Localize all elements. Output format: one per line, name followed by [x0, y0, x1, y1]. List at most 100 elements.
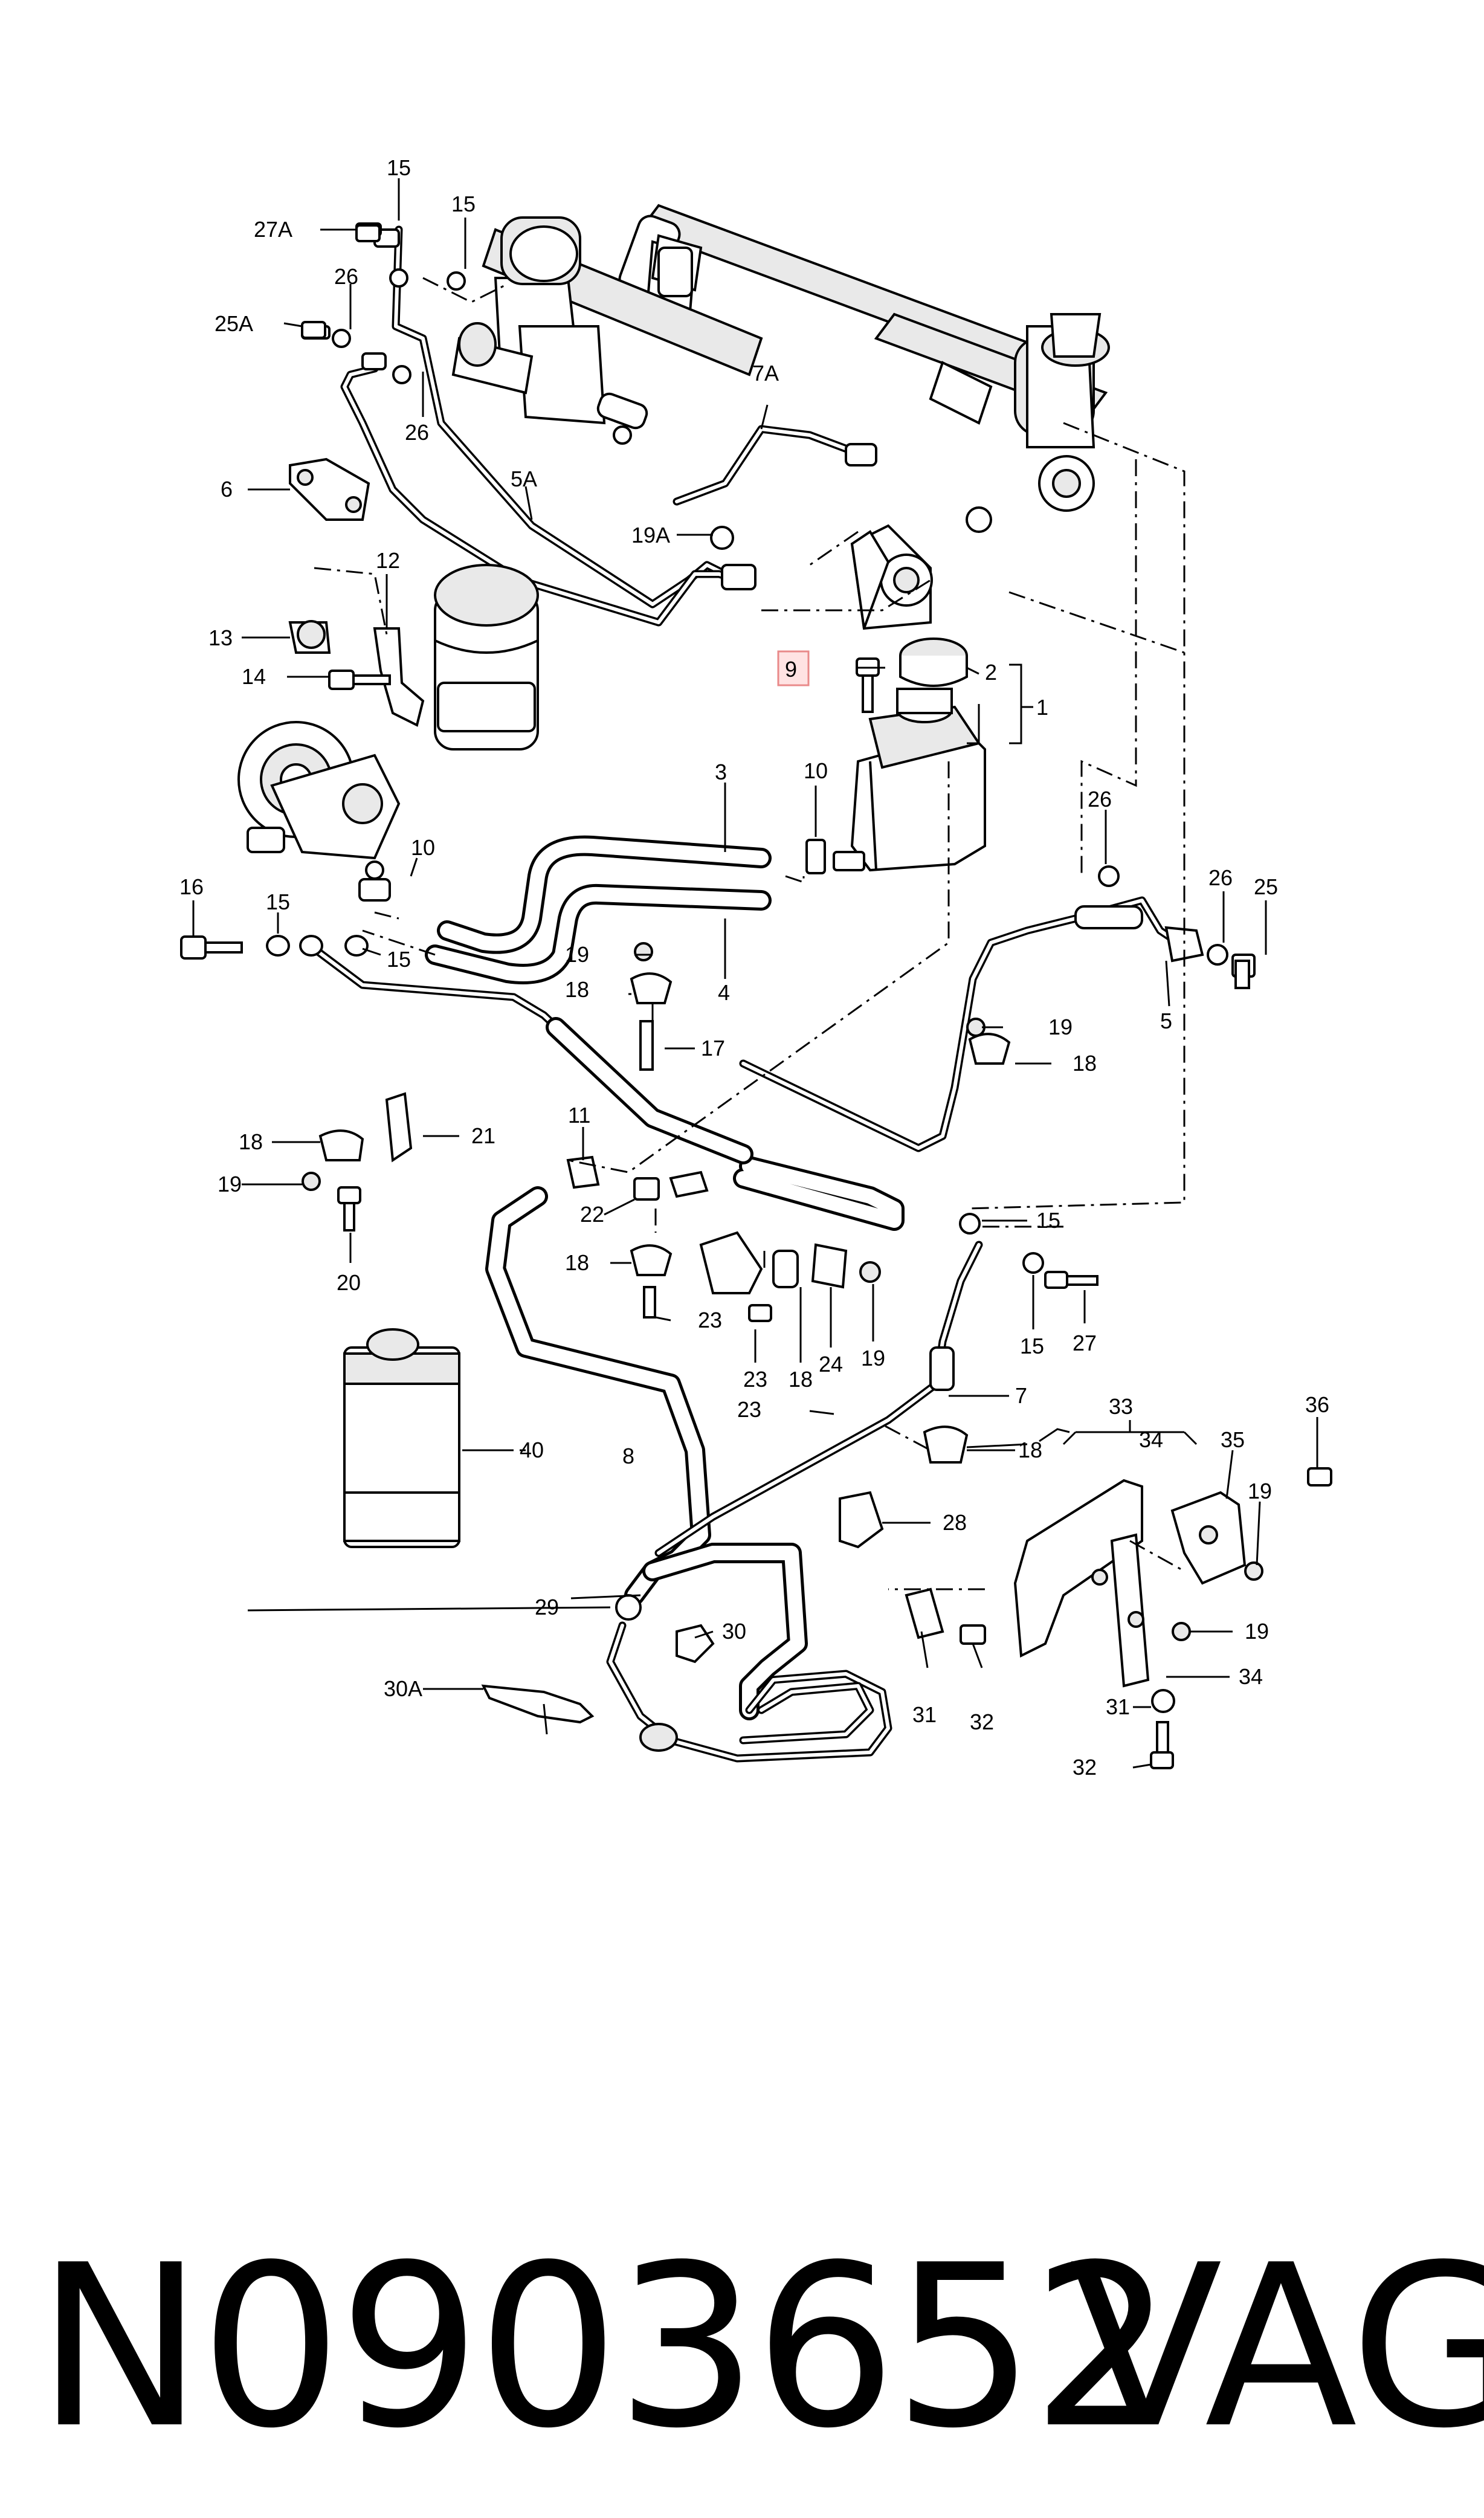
clamp-18-e	[966, 1018, 1011, 1065]
callout-32: 32	[970, 1709, 994, 1734]
clamp-18-d	[923, 1425, 969, 1464]
callout-14: 14	[242, 664, 266, 689]
callout-15: 15	[387, 155, 411, 180]
callout-18: 18	[789, 1367, 813, 1392]
callout-6: 6	[221, 477, 233, 502]
callout-28: 28	[943, 1510, 967, 1535]
callout-30a: 30A	[384, 1676, 422, 1701]
callout-labels: 15 15 27A 26 25A 26 5A 7A 6 19A 12 13 14…	[179, 155, 1329, 1780]
fitting-15-27	[959, 1213, 1098, 1289]
callout-26: 26	[334, 264, 358, 289]
pressure-pipe-lower	[310, 944, 753, 1164]
hoses-3-4	[425, 835, 772, 984]
bracket-21	[337, 1092, 413, 1232]
callout-4: 4	[718, 980, 730, 1005]
bracket-30a	[481, 1684, 595, 1735]
pipe-7	[654, 1241, 983, 1557]
callout-1: 1	[1036, 695, 1048, 720]
bolt-14	[328, 670, 391, 690]
callout-34: 34	[1139, 1427, 1163, 1452]
callout-31: 31	[1106, 1694, 1130, 1719]
brand-name: VAG	[1069, 2218, 1484, 2478]
callout-32: 32	[1073, 1755, 1097, 1780]
callout-23: 23	[737, 1397, 761, 1422]
callout-27: 27	[1073, 1331, 1097, 1355]
callout-11: 11	[568, 1103, 590, 1128]
callout-23: 23	[698, 1308, 722, 1332]
grommet-28	[839, 1491, 884, 1549]
callout-19a: 19A	[631, 523, 670, 547]
callout-10: 10	[804, 758, 828, 783]
fitting-10-left	[358, 878, 391, 902]
bolt-25a	[301, 321, 326, 339]
bolt-16	[180, 935, 369, 960]
part-number: N0903652	[36, 2218, 1174, 2478]
callout-30: 30	[722, 1619, 746, 1644]
bolt-36	[1307, 1467, 1332, 1487]
clamp-18-c	[630, 1244, 673, 1319]
callout-15: 15	[1036, 1208, 1060, 1233]
clamp-13	[288, 620, 331, 654]
callout-26: 26	[1088, 787, 1112, 812]
callout-22: 22	[580, 1202, 604, 1227]
rack-mount-bracket	[850, 524, 933, 630]
steering-rack	[618, 204, 1110, 533]
callout-18: 18	[1073, 1051, 1097, 1076]
callout-7: 7	[1015, 1383, 1027, 1408]
bracket-31-32	[905, 1587, 986, 1645]
callout-25: 25	[1254, 874, 1278, 899]
nut-19-31-32	[1150, 1622, 1191, 1769]
callout-25a: 25A	[215, 311, 253, 336]
callout-5a: 5A	[511, 466, 537, 491]
clip-30	[676, 1624, 715, 1664]
callout-19: 19	[1248, 1479, 1272, 1503]
steering-valve-housing	[451, 216, 763, 445]
clip-22	[633, 1170, 709, 1201]
callout-36: 36	[1305, 1392, 1329, 1417]
callout-29: 29	[535, 1595, 559, 1619]
callout-12: 12	[376, 548, 400, 573]
callout-3: 3	[715, 760, 727, 784]
clamp-18-b	[302, 1129, 364, 1191]
callout-18: 18	[565, 977, 589, 1002]
callout-19: 19	[861, 1346, 885, 1370]
callout-19: 19	[565, 942, 589, 967]
callout-33: 33	[1109, 1394, 1133, 1419]
callout-21: 21	[471, 1123, 495, 1148]
callout-34: 34	[1239, 1664, 1263, 1689]
bracket-33	[1013, 1479, 1150, 1688]
callout-18: 18	[1018, 1438, 1042, 1462]
callout-35: 35	[1221, 1427, 1245, 1452]
assembly-lines	[314, 277, 1186, 1590]
bracket-35	[1170, 1491, 1263, 1585]
callout-9: 9	[785, 657, 797, 682]
clamp-18-a	[630, 942, 673, 1071]
reservoir-left	[434, 564, 539, 751]
steering-pump	[237, 721, 401, 880]
callout-16: 16	[179, 874, 204, 899]
callout-26: 26	[1208, 865, 1233, 890]
filter-10	[805, 839, 826, 874]
callout-18: 18	[239, 1129, 263, 1154]
leader-lines	[192, 178, 1318, 1769]
callout-7a: 7A	[752, 361, 779, 386]
callout-18: 18	[565, 1250, 589, 1275]
callout-31: 31	[912, 1702, 937, 1727]
bolt-9	[856, 657, 880, 713]
pipe-5	[739, 896, 1204, 1152]
callout-13: 13	[208, 625, 233, 650]
bracket-24-area	[699, 1231, 881, 1322]
callout-15: 15	[1020, 1334, 1044, 1358]
callout-19: 19	[218, 1172, 242, 1196]
callout-10: 10	[411, 835, 435, 860]
callout-40: 40	[520, 1438, 544, 1462]
callout-17: 17	[701, 1036, 725, 1060]
fluid-reservoir	[833, 688, 986, 872]
callout-2: 2	[985, 660, 997, 685]
cap-2	[899, 638, 968, 687]
bolt-25	[1098, 865, 1256, 989]
callout-26: 26	[405, 420, 429, 445]
callout-8: 8	[622, 1444, 634, 1468]
highlight-box-9	[777, 650, 810, 686]
callout-24: 24	[819, 1352, 843, 1377]
